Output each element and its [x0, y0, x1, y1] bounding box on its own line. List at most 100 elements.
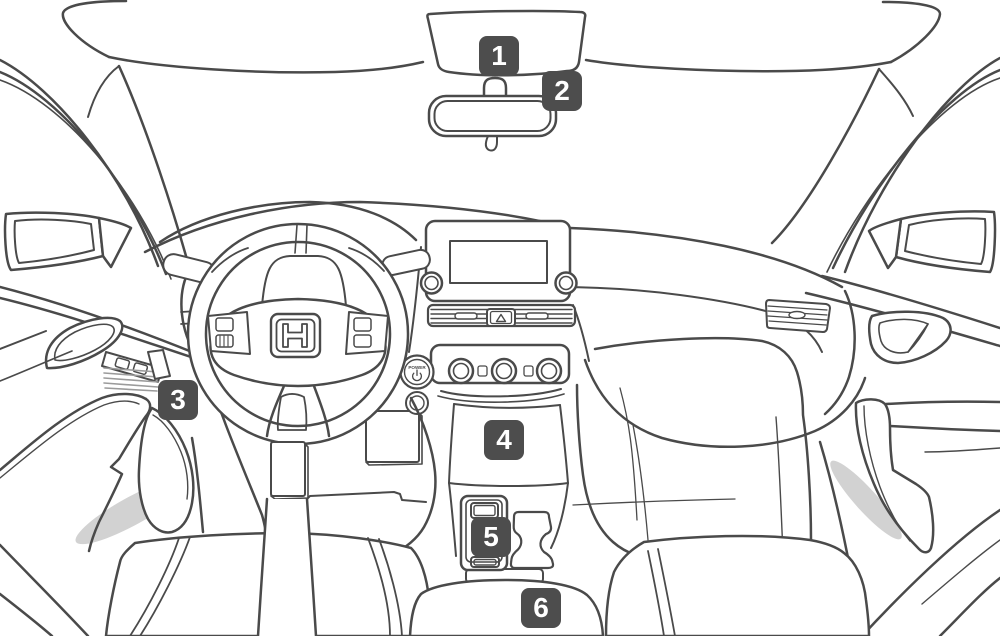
seat-right-seam-1 — [647, 550, 665, 636]
headliner-edge-left — [107, 55, 425, 74]
console-panel-top — [453, 403, 561, 409]
windshield-base — [143, 200, 572, 254]
side-mirror-left-housing — [97, 216, 133, 269]
steering-column — [270, 441, 309, 500]
door-armrest-lens-left — [137, 406, 195, 534]
climate-knob-3 — [535, 357, 563, 385]
vent-slats-driver — [103, 367, 159, 392]
center-stack — [408, 219, 590, 403]
screen-knob-left-inner — [424, 275, 439, 291]
gear-shifter — [509, 510, 555, 570]
door-handle-right-divider — [907, 323, 929, 353]
cluster-hood — [158, 200, 418, 244]
a-pillar-left-inner — [0, 70, 168, 276]
console-panel-left — [448, 403, 455, 484]
door-armrest-band-right-bottom — [888, 424, 1000, 433]
dash-top-right — [568, 226, 844, 289]
cupholder-bottom — [470, 556, 500, 568]
headliner-edge-right — [584, 58, 893, 73]
steering-column-lower — [256, 497, 318, 636]
side-mirror-right-housing — [867, 217, 903, 270]
logo-plate-inner — [275, 318, 316, 353]
dash-footwell-arc — [583, 358, 867, 448]
callout-6: 6 — [521, 588, 561, 628]
rim-marker — [294, 224, 308, 254]
footwell-line-right-thin — [619, 387, 638, 521]
seat-left-seam-3 — [367, 537, 391, 636]
mirror-tab — [484, 135, 498, 152]
sun-visor-right — [881, 0, 942, 64]
door-handle-left-inner — [53, 323, 115, 362]
door-pocket-right — [830, 460, 902, 540]
screen-knob-left — [419, 271, 444, 295]
spoke-bottom-left-edge — [265, 384, 286, 438]
door-trim-left-2 — [0, 350, 73, 382]
windshield-corner-right — [878, 68, 914, 117]
door-pull-bar-left-ridge — [0, 400, 140, 479]
seat-left-seam-4 — [378, 538, 403, 636]
honda-h-icon — [282, 323, 308, 348]
console-panel-right — [559, 404, 569, 484]
door-armrest-band-right-crease — [924, 447, 1000, 453]
power-icon — [411, 369, 423, 382]
column-lower-right — [305, 497, 318, 636]
cupholder-top-inner — [473, 504, 496, 517]
mirror-body — [427, 94, 558, 138]
side-mirror-right — [894, 210, 997, 274]
column-lower-fill — [258, 499, 316, 636]
console-silhouette-left — [388, 396, 437, 558]
steering-area — [162, 224, 431, 500]
a-pillar-right-trim — [826, 77, 1000, 273]
column-cover — [270, 441, 306, 497]
door-pull-blade-right-ridge — [863, 405, 911, 542]
armrest — [408, 578, 605, 636]
door-sill-left-1 — [0, 543, 90, 636]
door-pull-bar-left-top — [0, 392, 148, 472]
windshield-edge-left — [117, 64, 193, 276]
power-button-face — [403, 358, 431, 386]
a-pillar-left-outer — [0, 58, 160, 268]
dash-end-cap-right — [823, 289, 856, 416]
spoke-left — [207, 311, 251, 355]
door-trim-left — [0, 330, 47, 350]
door-handle-left — [44, 316, 124, 370]
callout-3: 3 — [158, 380, 198, 420]
window-switch-1 — [114, 357, 131, 371]
footwell-line-right-thin-2 — [632, 424, 649, 541]
column-lower-left — [256, 497, 269, 636]
wheel-button-right-1 — [353, 317, 372, 332]
a-pillars — [0, 56, 1000, 280]
knee-panel-face — [365, 410, 420, 463]
callout-5: 5 — [471, 517, 511, 557]
door-handle-right-inner — [878, 318, 929, 354]
seat-left-seam-1 — [129, 537, 180, 636]
mirror-stem — [482, 76, 508, 98]
wheel-button-left-2 — [215, 334, 234, 348]
infotainment-housing — [424, 219, 572, 303]
mirror-glass — [433, 100, 552, 132]
wheel-button-right-2 — [353, 334, 372, 348]
side-mirror-right-glass — [904, 217, 987, 265]
door-armrest-lens-left-inner — [152, 414, 189, 500]
climate-knob-2-inner — [495, 362, 513, 380]
climate-knob-3-inner — [540, 362, 558, 380]
hazard-triangle-icon — [495, 313, 507, 323]
seat-left-seam-2 — [139, 536, 191, 636]
climate-knob-1 — [447, 357, 475, 385]
power-button: POWER — [399, 354, 435, 415]
console-panel-divider — [448, 482, 569, 487]
spoke-bottom-inset — [276, 393, 308, 431]
right-door — [804, 210, 1000, 636]
center-console — [388, 383, 647, 584]
console-tray-lip-2 — [437, 393, 565, 403]
seat-right — [604, 534, 871, 636]
callout-1: 1 — [479, 36, 519, 76]
door-sill-right-1 — [860, 508, 1000, 636]
infotainment-screen — [449, 240, 548, 284]
vent-handle — [788, 310, 806, 320]
cupholder-bottom-inner — [473, 558, 497, 566]
callout-2: 2 — [542, 71, 582, 111]
rim-grip-right — [348, 247, 385, 272]
screen-knob-right-inner — [558, 275, 574, 291]
vent-louver-right — [525, 312, 549, 320]
